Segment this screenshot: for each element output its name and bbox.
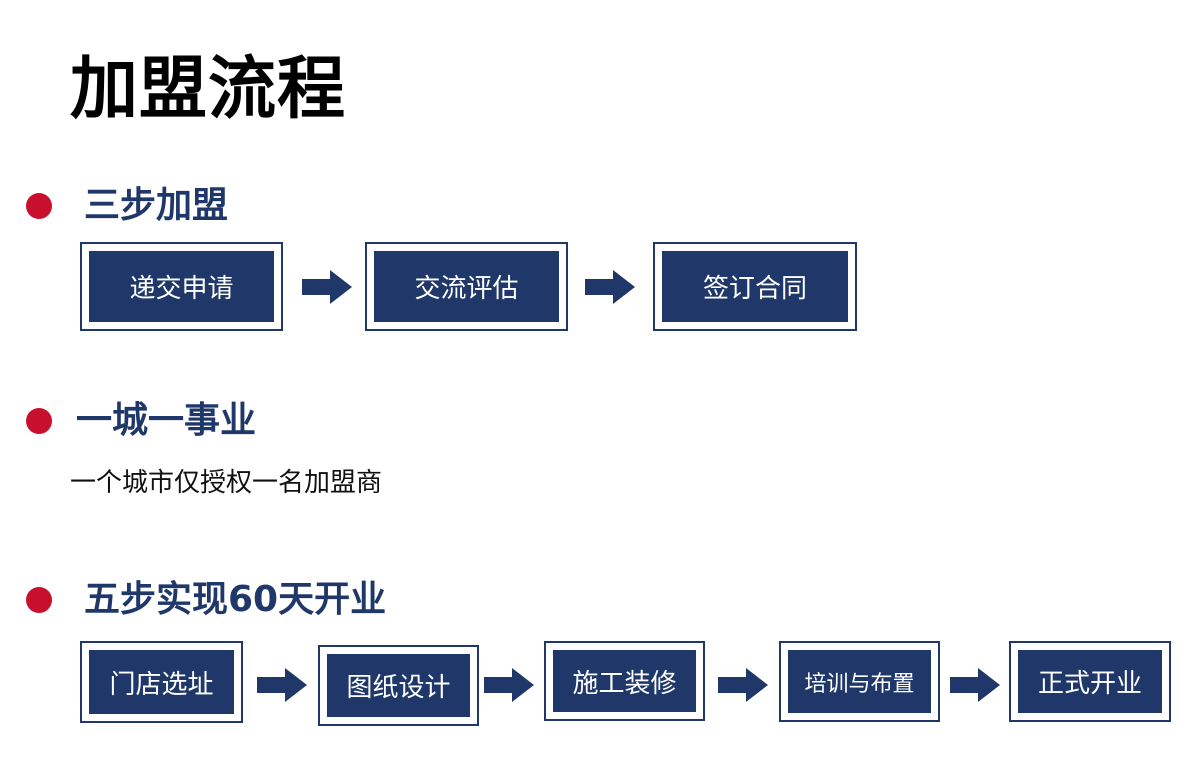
section-description: 一个城市仅授权一名加盟商 xyxy=(70,468,383,498)
red-dot-icon xyxy=(26,587,52,613)
process-step: 施工装修 xyxy=(544,641,705,721)
right-arrow-icon xyxy=(302,270,352,304)
right-arrow-icon xyxy=(585,270,635,304)
process-step-label: 递交申请 xyxy=(89,251,274,322)
process-step: 培训与布置 xyxy=(779,641,940,722)
process-step: 正式开业 xyxy=(1009,641,1171,722)
right-arrow-icon xyxy=(484,668,534,702)
process-step: 门店选址 xyxy=(80,641,243,723)
section-heading-five-steps: 五步实现60天开业 xyxy=(84,579,387,620)
process-step-label: 交流评估 xyxy=(374,251,559,322)
red-dot-icon xyxy=(26,408,52,434)
process-step-label: 培训与布置 xyxy=(788,650,931,713)
process-step-label: 图纸设计 xyxy=(327,654,470,717)
process-step: 交流评估 xyxy=(365,242,568,331)
process-step-label: 施工装修 xyxy=(553,650,696,712)
section-heading-three-steps: 三步加盟 xyxy=(84,185,229,226)
page-title: 加盟流程 xyxy=(70,50,347,129)
process-step: 图纸设计 xyxy=(318,645,479,726)
process-step-label: 签订合同 xyxy=(662,251,848,322)
process-step: 递交申请 xyxy=(80,242,283,331)
process-step-label: 正式开业 xyxy=(1018,650,1162,713)
right-arrow-icon xyxy=(950,668,1000,702)
section-heading-one-city: 一城一事业 xyxy=(76,400,257,441)
process-step: 签订合同 xyxy=(653,242,857,331)
red-dot-icon xyxy=(26,193,52,219)
right-arrow-icon xyxy=(718,668,768,702)
right-arrow-icon xyxy=(257,668,307,702)
process-step-label: 门店选址 xyxy=(89,650,234,714)
